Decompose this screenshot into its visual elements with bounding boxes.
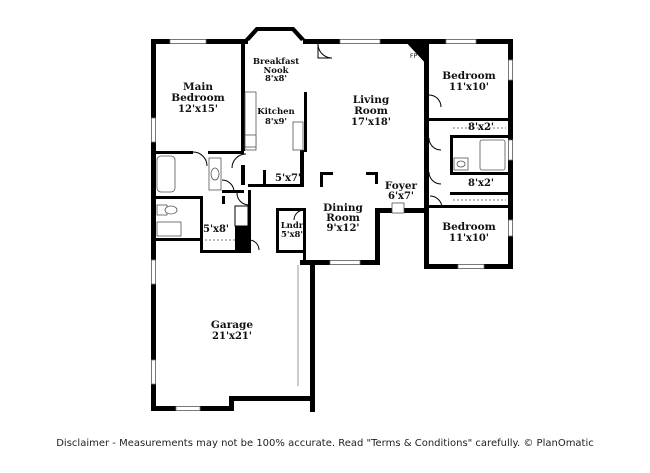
doors bbox=[192, 43, 443, 251]
living-room-label-2: Room bbox=[354, 105, 388, 117]
laundry-label: Lndr bbox=[281, 221, 304, 231]
bedroom-1-dim: 11'x10' bbox=[449, 82, 489, 93]
kitchen-dim: 8'x9' bbox=[265, 117, 287, 127]
foyer-dim: 6'x7' bbox=[388, 191, 414, 202]
hall-dim: 5'x7' bbox=[275, 173, 301, 184]
breakfast-nook-label: Breakfast bbox=[253, 57, 299, 67]
closet-1-dim: 8'x2' bbox=[468, 122, 494, 133]
garage-label: Garage bbox=[211, 319, 253, 331]
disclaimer-text: Disclaimer - Measurements may not be 100… bbox=[56, 438, 594, 449]
laundry-dim: 5'x8' bbox=[281, 230, 303, 240]
kitchen-label: Kitchen bbox=[257, 107, 295, 117]
closet-2-dim: 8'x2' bbox=[468, 178, 494, 189]
dining-room-dim: 9'x12' bbox=[327, 223, 360, 234]
main-bedroom-dim: 12'x15' bbox=[178, 104, 218, 115]
bedroom-1-label: Bedroom bbox=[442, 70, 496, 82]
bedroom-2-dim: 11'x10' bbox=[449, 233, 489, 244]
living-room-label: Living bbox=[353, 94, 390, 106]
living-room-dim: 17'x18' bbox=[351, 117, 391, 128]
dining-room-label-2: Room bbox=[326, 212, 360, 224]
dining-room-label: Dining bbox=[323, 202, 363, 214]
bedroom-2-label: Bedroom bbox=[442, 221, 496, 233]
room-labels: Breakfast Nook 8'x8' Main Bedroom 12'x15… bbox=[171, 53, 496, 342]
main-bedroom-label: Main bbox=[183, 81, 213, 93]
garage-dim: 21'x21' bbox=[212, 331, 252, 342]
fireplace-label: FP bbox=[410, 53, 417, 60]
breakfast-nook-label-2: Nook bbox=[264, 66, 290, 76]
fixtures bbox=[156, 91, 506, 386]
foyer-label: Foyer bbox=[385, 180, 418, 192]
main-bedroom-label-2: Bedroom bbox=[171, 92, 225, 104]
windows bbox=[151, 39, 513, 411]
interior-walls bbox=[153, 41, 508, 265]
breakfast-nook-dim: 8'x8' bbox=[265, 74, 287, 84]
walk-in-closet-dim: 5'x8' bbox=[203, 224, 229, 235]
